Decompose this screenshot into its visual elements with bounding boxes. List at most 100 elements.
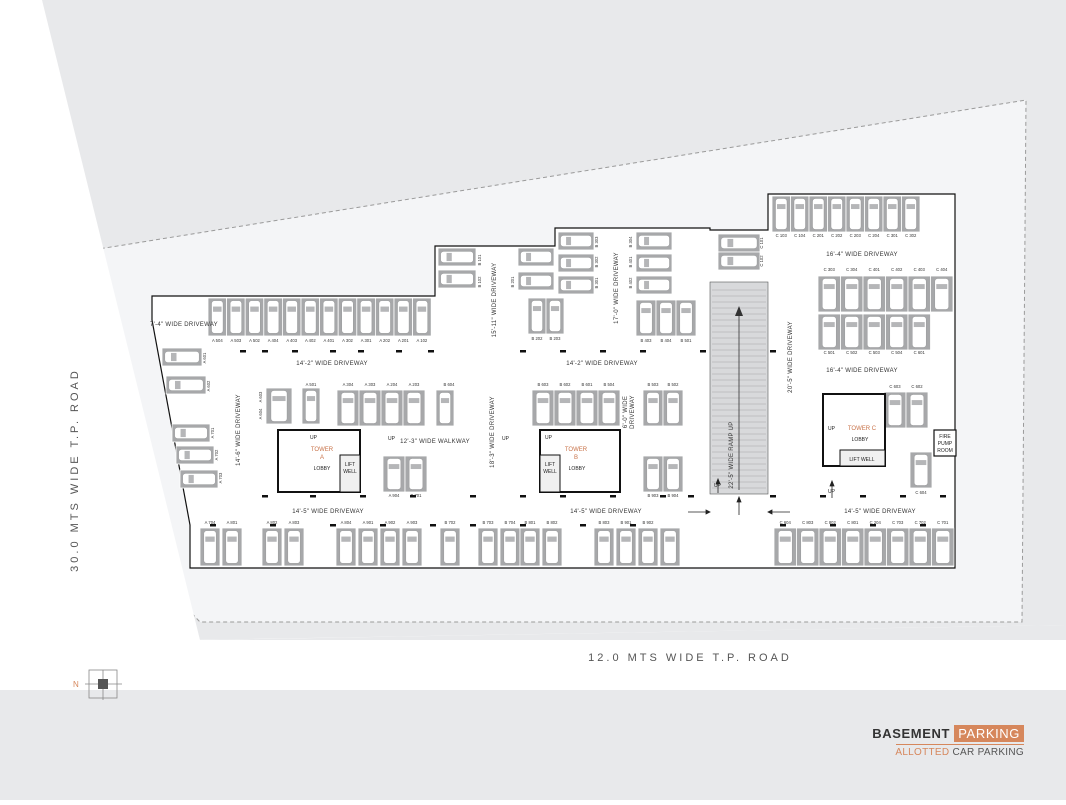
car-windshield: [306, 306, 315, 312]
slot-label: B 504: [604, 382, 616, 387]
tower-b-lift-1: LIFT: [545, 462, 555, 468]
car-icon: [182, 473, 216, 485]
slot-label: B 702: [445, 520, 457, 525]
car-icon: [362, 392, 378, 424]
tower-a-label-2: A: [320, 455, 324, 461]
car-icon: [666, 392, 680, 424]
car-windshield: [180, 428, 186, 438]
car-icon: [887, 394, 903, 426]
car-icon: [638, 257, 670, 269]
slot-label: B 304: [628, 236, 633, 248]
structural-column: [262, 495, 268, 498]
structural-column: [270, 524, 276, 527]
slot-label: A 702: [214, 449, 219, 460]
car-icon: [560, 279, 592, 291]
driveway-12: 6'-0" WIDE: [623, 396, 629, 428]
slot-label: A 802: [267, 520, 278, 525]
car-icon: [305, 390, 317, 422]
ramp-label: 22'-5" WIDE RAMP UP: [729, 421, 735, 488]
car-icon: [178, 449, 212, 461]
car-icon: [267, 300, 280, 334]
car-icon: [549, 300, 561, 332]
car-windshield: [599, 536, 609, 542]
car-icon: [211, 300, 224, 334]
structural-column: [520, 524, 526, 527]
car-icon: [503, 530, 517, 564]
slot-label: B 602: [560, 382, 572, 387]
car-icon: [229, 300, 242, 334]
slot-label: A 504: [212, 338, 223, 343]
slot-label: B 102: [477, 276, 482, 288]
car-icon: [520, 275, 552, 287]
slot-label: C 803: [802, 520, 814, 525]
car-windshield: [824, 536, 836, 542]
slot-label: C 101: [759, 237, 764, 249]
structural-column: [330, 350, 336, 353]
slot-label: C 204: [868, 233, 880, 238]
car-windshield: [272, 396, 286, 402]
car-windshield: [846, 284, 858, 290]
tower-a-up: UP: [310, 435, 318, 441]
car-icon: [397, 300, 410, 334]
car-icon: [904, 198, 917, 230]
car-windshield: [869, 204, 878, 210]
car-icon: [440, 251, 474, 263]
car-windshield: [566, 258, 572, 268]
driveway-12b: DRIVEWAY: [630, 395, 636, 429]
car-windshield: [832, 204, 841, 210]
car-icon: [535, 392, 551, 424]
car-icon: [800, 530, 815, 564]
car-windshield: [661, 308, 671, 314]
driveway-5: 17'-0" WIDE DRIVEWAY: [614, 252, 620, 324]
slot-label: B 604: [444, 382, 456, 387]
lower-land: [150, 690, 1066, 800]
car-windshield: [386, 398, 398, 404]
slot-label: C 504: [891, 350, 903, 355]
car-icon: [889, 316, 904, 348]
car-icon: [440, 273, 474, 285]
structural-column: [900, 495, 906, 498]
car-icon: [439, 392, 451, 424]
car-icon: [844, 278, 859, 310]
structural-column: [920, 524, 926, 527]
slot-label: A 301: [361, 338, 372, 343]
slot-label: C 702: [915, 520, 927, 525]
slot-label: C 104: [794, 233, 806, 238]
car-icon: [913, 530, 928, 564]
compass-north-label: N: [73, 680, 79, 689]
car-windshield: [250, 306, 259, 312]
car-icon: [406, 392, 422, 424]
car-icon: [666, 458, 680, 490]
left-road: [0, 0, 200, 640]
car-icon: [868, 530, 883, 564]
structural-column: [240, 350, 246, 353]
slot-label: B 404: [661, 338, 673, 343]
car-icon: [339, 530, 353, 564]
structural-column: [860, 495, 866, 498]
car-icon: [203, 530, 217, 564]
car-icon: [386, 458, 402, 490]
car-windshield: [727, 238, 734, 248]
car-icon: [639, 302, 653, 334]
slot-label: B 302: [594, 256, 599, 268]
structural-column: [820, 495, 826, 498]
car-icon: [415, 300, 428, 334]
car-windshield: [581, 398, 593, 404]
car-icon: [408, 458, 424, 490]
slot-label: A 404: [268, 338, 279, 343]
slot-label: A 201: [398, 338, 409, 343]
car-icon: [557, 392, 573, 424]
car-windshield: [823, 284, 835, 290]
car-windshield: [644, 258, 650, 268]
car-windshield: [446, 252, 452, 262]
slot-label: C 202: [831, 233, 843, 238]
slot-label: A 501: [306, 382, 317, 387]
driveway-8: 20'-5" WIDE DRIVEWAY: [788, 321, 794, 393]
slot-label: B 603: [538, 382, 550, 387]
bottom-road-label: 12.0 MTS WIDE T.P. ROAD: [588, 652, 792, 664]
car-windshield: [289, 536, 299, 542]
tower-b-up: UP: [545, 435, 553, 441]
slot-label: C 402: [891, 267, 903, 272]
slot-label: A 602: [206, 380, 211, 391]
